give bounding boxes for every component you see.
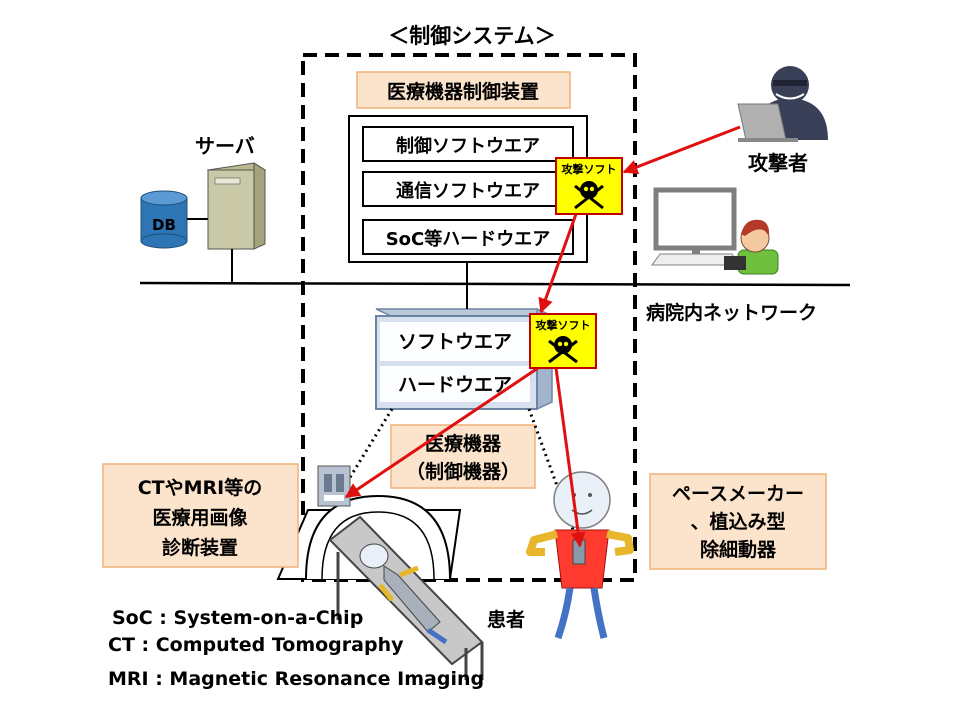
imaging-label-box — [102, 463, 299, 568]
medical-device-label-box — [390, 424, 536, 489]
malware-badge-1: 攻撃ソフト — [555, 157, 623, 215]
attack-arrow-4 — [554, 367, 586, 548]
pacemaker-label-box — [649, 473, 827, 570]
malware-badge-2: 攻撃ソフト — [529, 313, 597, 369]
skull-crossbones-icon — [574, 181, 604, 210]
legend-soc: SoC : System-on-a-Chip — [112, 607, 363, 629]
diagram-title: ＜制御システム＞ — [388, 24, 555, 48]
patient-bed-icon — [328, 515, 484, 680]
medical-device: ソフトウエア ハードウエア — [375, 285, 553, 411]
hospital-network-line — [139, 281, 851, 287]
layer-control-software: 制御ソフトウエア — [396, 135, 540, 157]
pacemaker-label-1: ペースメーカー — [672, 483, 804, 505]
attacker-label: 攻撃者 — [748, 151, 808, 175]
layer-comm-software: 通信ソフトウエア — [396, 180, 540, 202]
control-device: 医療機器制御装置 制御ソフトウエア 通信ソフトウエア SoC等ハードウエア — [348, 71, 588, 284]
medical-device-label-1: 医療機器 — [425, 432, 502, 455]
attack-arrow-1 — [622, 125, 741, 175]
patient-figure-icon — [526, 471, 634, 640]
attacker-icon — [737, 66, 828, 142]
server-drive-slot — [214, 177, 241, 185]
layer-soc-hardware: SoC等ハードウエア — [386, 228, 551, 250]
imaging-label-3: 診断装置 — [162, 536, 238, 559]
control-system-boundary — [301, 53, 637, 582]
server: サーバ DB — [140, 134, 267, 284]
patient-label: 患者 — [487, 608, 525, 631]
medical-device-software-band — [380, 322, 530, 361]
server-label: サーバ — [195, 134, 255, 158]
layer-box-2 — [362, 219, 574, 255]
pacemaker-label-3: 除細動器 — [700, 538, 777, 561]
server-tower-side — [253, 162, 266, 250]
imaging-label-2: 医療用画像 — [152, 506, 248, 529]
layer-box-0 — [362, 126, 574, 162]
medical-device-label-2: （制御機器） — [406, 460, 520, 483]
malware-label-2: 攻撃ソフト — [536, 318, 591, 332]
medical-device-hardware-band — [380, 366, 530, 402]
legend-ct: CT : Computed Tomography — [108, 634, 404, 656]
device-hardware: ハードウエア — [398, 374, 512, 396]
legend-mri: MRI : Magnetic Resonance Imaging — [108, 668, 484, 690]
control-device-label-box — [356, 71, 571, 109]
pacemaker-label-2: 、植込み型 — [690, 510, 785, 533]
skull-crossbones-icon — [548, 336, 578, 364]
dotted-link-ct — [331, 408, 394, 506]
device-software: ソフトウエア — [398, 331, 512, 353]
attack-arrow-2 — [538, 213, 578, 314]
pc-user-icon — [651, 187, 779, 275]
medical-device-top — [375, 308, 553, 317]
db-label: DB — [152, 216, 176, 234]
network-label: 病院内ネットワーク — [646, 301, 817, 324]
db-cylinder-icon — [140, 190, 188, 249]
control-device-label: 医療機器制御装置 — [387, 80, 539, 103]
malware-label-1: 攻撃ソフト — [562, 162, 617, 176]
attack-arrow-3 — [344, 366, 539, 499]
imaging-label-1: CTやMRI等の — [138, 476, 263, 499]
dotted-link-patient — [527, 408, 577, 536]
